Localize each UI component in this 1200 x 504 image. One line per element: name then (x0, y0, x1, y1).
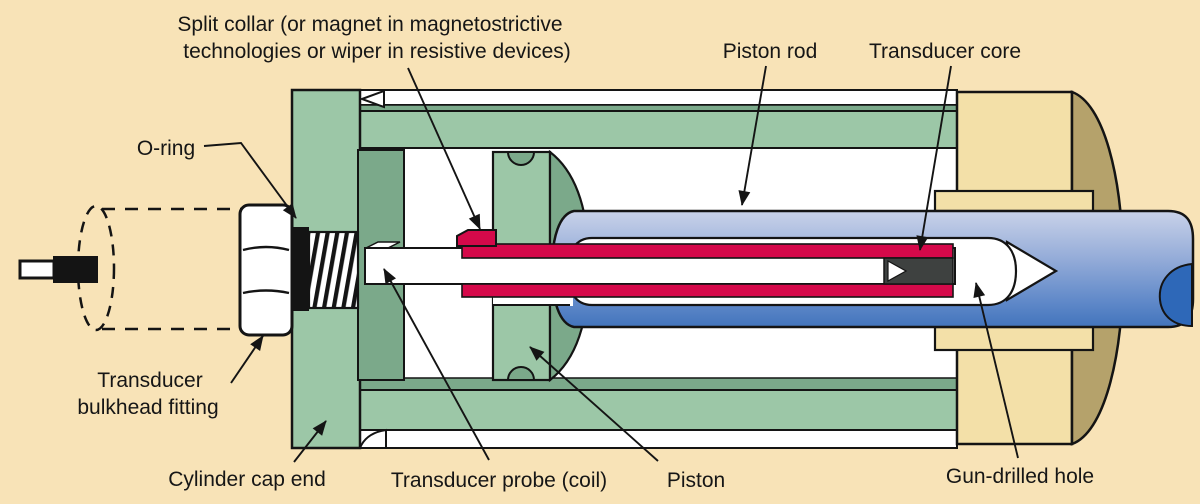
label-gun-drilled-hole: Gun-drilled hole (946, 465, 1094, 488)
coil-stripe-bottom (461, 283, 954, 298)
leader-piston-rod (738, 65, 767, 206)
label-transducer-core: Transducer core (869, 40, 1021, 63)
label-split-collar-line2: technologies or wiper in resistive devic… (183, 40, 571, 63)
nut-facet-lines (242, 245, 290, 295)
tube-top-wall (359, 110, 958, 149)
coil-stripe-top (461, 243, 954, 259)
leader-transducer-core (916, 65, 952, 251)
rod-exit-shading (1158, 262, 1193, 328)
label-o-ring: O-ring (137, 137, 195, 160)
leader-cylinder-cap-end (293, 420, 327, 463)
connector-plug (53, 256, 98, 283)
label-split-collar-line1: Split collar (or magnet in magnetostrict… (177, 13, 562, 36)
label-bulkhead-line2: bulkhead fitting (77, 396, 218, 419)
bulkhead-nut-shape (238, 203, 294, 337)
split-collar-shape (456, 229, 497, 247)
thread-hatch (307, 230, 360, 310)
rod-gland-lip-bottom (933, 325, 1095, 352)
tube-weld-wedge (359, 89, 385, 109)
label-cylinder-cap-end: Cylinder cap end (168, 468, 326, 491)
leader-gun-drilled-hole (973, 282, 1019, 459)
rod-gland-lip-top (933, 189, 1095, 213)
tube-bottom-outer-band (359, 429, 958, 449)
o-ring-shape (292, 227, 309, 311)
connector-pin (18, 259, 56, 280)
leader-o-ring (203, 142, 297, 219)
piston-seal-notch-bottom (506, 366, 536, 381)
phantom-connector (18, 204, 242, 332)
label-piston-rod: Piston rod (723, 40, 818, 63)
labels: Split collar (or magnet in magnetostrict… (77, 13, 1094, 492)
tube-top-outer-band (359, 89, 958, 106)
tube-bottom-wall (359, 389, 958, 431)
tube-bottom-left-corner (358, 428, 387, 449)
leader-transducer-probe (383, 268, 490, 461)
label-transducer-probe: Transducer probe (coil) (391, 469, 607, 492)
label-bulkhead-line1: Transducer (97, 369, 202, 392)
leader-bulkhead-fitting (230, 335, 264, 384)
piston-seal-notch-top (506, 151, 536, 166)
leader-lines (203, 65, 1019, 463)
label-piston: Piston (667, 469, 725, 492)
leader-piston (529, 346, 659, 462)
leader-split-collar (407, 67, 481, 230)
core-tip-marker (887, 259, 908, 283)
